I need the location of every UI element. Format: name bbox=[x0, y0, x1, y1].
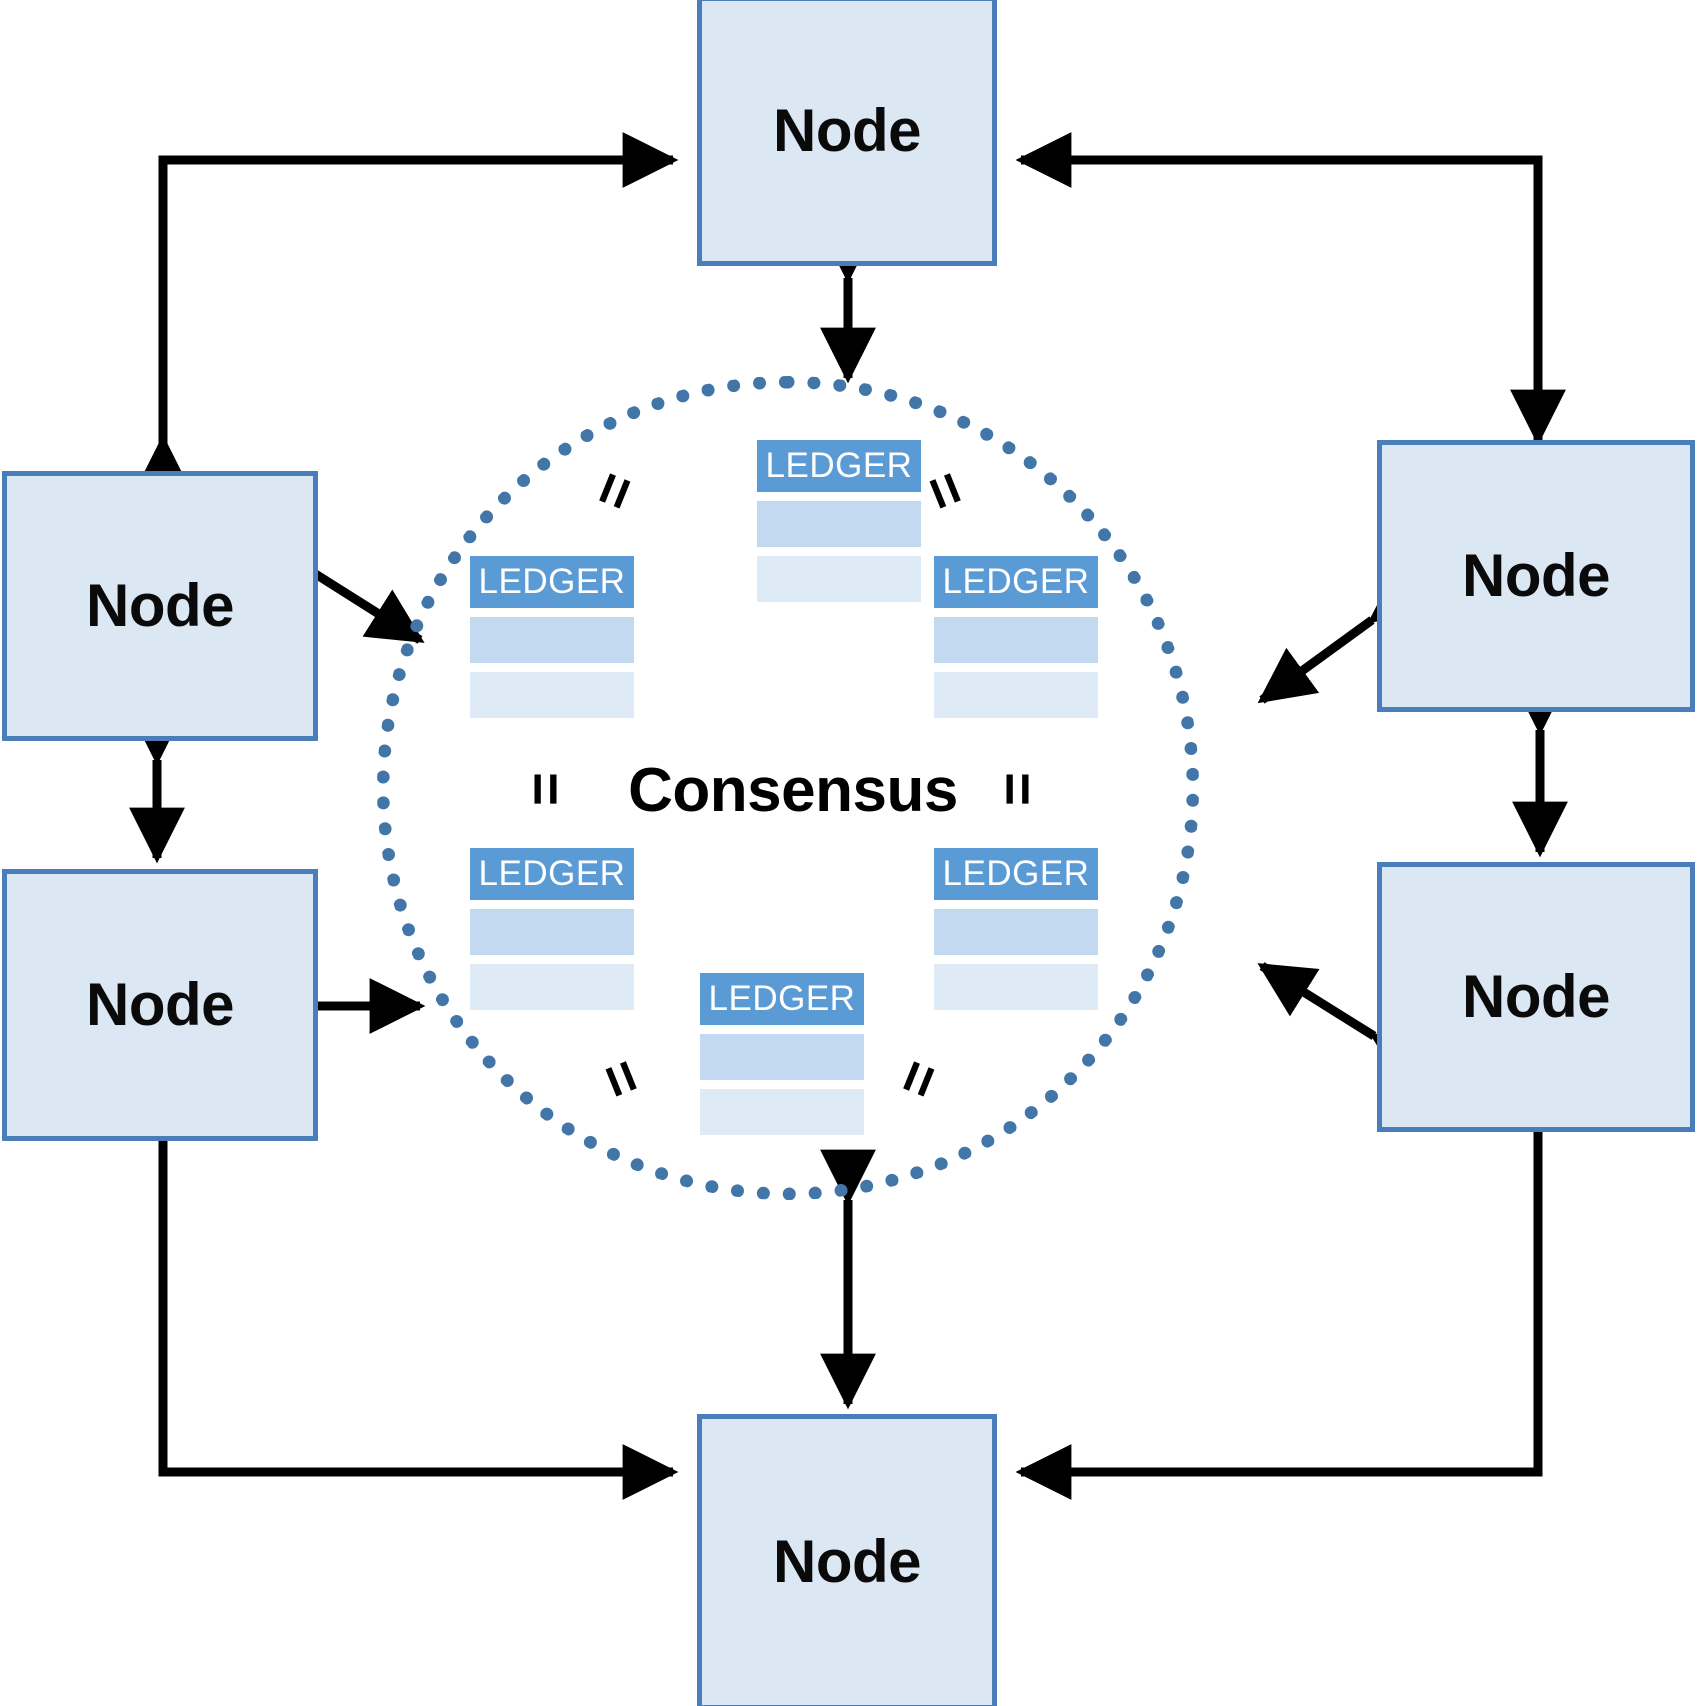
ledger-row bbox=[700, 1034, 864, 1080]
ledger-row bbox=[757, 501, 921, 547]
node-box-bottom[interactable]: Node bbox=[697, 1414, 997, 1706]
ledger-row bbox=[934, 672, 1098, 718]
ledger-card-bottom[interactable]: LEDGER bbox=[700, 973, 864, 1135]
ledger-card-right-upper[interactable]: LEDGER bbox=[934, 556, 1098, 718]
ledger-row bbox=[470, 617, 634, 663]
ledger-card-left-lower[interactable]: LEDGER bbox=[470, 848, 634, 1010]
connector-left-lower-to-bottom bbox=[158, 1141, 679, 1500]
connector-right-upper-to-top bbox=[1015, 132, 1566, 446]
node-box-left-lower[interactable]: Node bbox=[2, 869, 318, 1141]
equals-mark-middle-left: = bbox=[512, 772, 578, 806]
ledger-row bbox=[934, 964, 1098, 1010]
consensus-label: Consensus bbox=[628, 756, 958, 825]
connector-left-upper-to-top bbox=[135, 132, 679, 491]
node-label: Node bbox=[86, 971, 235, 1038]
ledger-card-right-lower[interactable]: LEDGER bbox=[934, 848, 1098, 1010]
node-box-top[interactable]: Node bbox=[697, 0, 997, 266]
ledger-row bbox=[757, 556, 921, 602]
node-box-left-upper[interactable]: Node bbox=[2, 471, 318, 741]
ledger-row bbox=[934, 909, 1098, 955]
ledger-row bbox=[934, 617, 1098, 663]
ledger-header: LEDGER bbox=[757, 440, 921, 492]
connector-right-lower-to-consensus bbox=[1257, 962, 1432, 1087]
ledger-row bbox=[700, 1089, 864, 1135]
ledger-header: LEDGER bbox=[934, 848, 1098, 900]
node-label: Node bbox=[773, 97, 922, 164]
node-label: Node bbox=[773, 1528, 922, 1595]
node-label: Node bbox=[1462, 963, 1611, 1030]
ledger-header: LEDGER bbox=[700, 973, 864, 1025]
node-label: Node bbox=[86, 572, 235, 639]
ledger-header: LEDGER bbox=[934, 556, 1098, 608]
node-box-right-lower[interactable]: Node bbox=[1377, 862, 1695, 1132]
ledger-row bbox=[470, 964, 634, 1010]
ledger-card-left-upper[interactable]: LEDGER bbox=[470, 556, 634, 718]
node-box-right-upper[interactable]: Node bbox=[1377, 440, 1695, 712]
ledger-card-top[interactable]: LEDGER bbox=[757, 440, 921, 602]
connector-right-lower-to-bottom bbox=[1015, 1132, 1543, 1500]
connector-right-upper-to-consensus bbox=[1257, 567, 1430, 704]
ledger-row bbox=[470, 909, 634, 955]
node-label: Node bbox=[1462, 542, 1611, 609]
ledger-header: LEDGER bbox=[470, 556, 634, 608]
ledger-header: LEDGER bbox=[470, 848, 634, 900]
equals-mark-middle-right: = bbox=[984, 772, 1050, 806]
connector-left-upper-to-consensus bbox=[248, 517, 425, 644]
ledger-row bbox=[470, 672, 634, 718]
